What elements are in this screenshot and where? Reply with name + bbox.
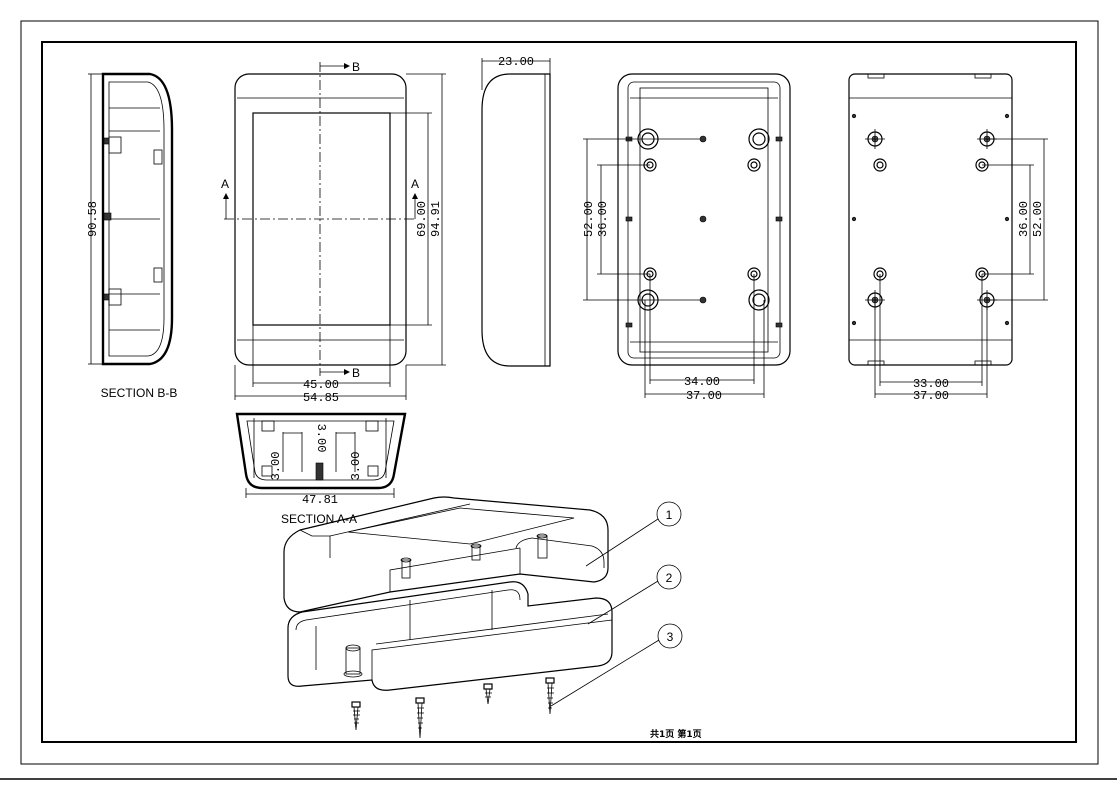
- cut-a-right: A: [411, 177, 419, 191]
- dim-outer-height: 94.91: [429, 201, 443, 237]
- inside-view: 52.00 36.00 34.00 37.00: [582, 73, 791, 403]
- bottom-view: 36.00 52.00 33.00 37.00: [848, 73, 1048, 403]
- side-view: 23.00: [481, 55, 551, 367]
- cut-b-bottom: B: [352, 366, 360, 380]
- balloon-2-label: 2: [666, 571, 673, 585]
- balloon-2: [656, 564, 682, 590]
- dim-inside-37: 37.00: [686, 389, 722, 403]
- exploded-view: 1 2 3: [283, 496, 683, 739]
- inner-border: [41, 41, 1077, 743]
- base-part: [287, 581, 613, 691]
- dim-bottom-36: 36.00: [1017, 201, 1031, 237]
- balloon-3-label: 3: [667, 630, 674, 644]
- cut-a-left: A: [221, 177, 229, 191]
- outer-border: [20, 20, 1099, 765]
- dim-section-a-right: 3.00: [349, 452, 363, 481]
- dim-window-width: 45.00: [303, 378, 339, 392]
- dim-section-a-outer: 47.81: [302, 493, 338, 507]
- balloon-3: [657, 623, 683, 649]
- dim-inside-34: 34.00: [684, 375, 720, 389]
- section-a-a-view: 3.00 3.00 3.00 47.81 SECTION A-A: [235, 412, 407, 526]
- screw: [351, 701, 361, 731]
- front-view: B B A A 69.00 94.91 45.00 54.85: [221, 60, 446, 405]
- dim-window-height: 69.00: [415, 201, 429, 237]
- dim-height-b-b: 90.58: [86, 201, 100, 237]
- page-indicator: 共1页 第1页: [650, 728, 702, 740]
- dim-inside-36: 36.00: [596, 201, 610, 237]
- dim-bottom-33: 33.00: [913, 377, 949, 391]
- balloon-1: [656, 501, 682, 527]
- section-b-b-view: 90.58 SECTION B-B: [86, 72, 178, 400]
- dim-inside-52: 52.00: [582, 201, 596, 237]
- screw: [415, 697, 425, 739]
- dim-section-a-left: 3.00: [269, 452, 283, 481]
- dim-bottom-52: 52.00: [1031, 201, 1045, 237]
- screw: [483, 683, 493, 705]
- dim-depth: 23.00: [498, 55, 534, 69]
- dim-outer-width: 54.85: [303, 391, 339, 405]
- dim-section-a-mid: 3.00: [314, 424, 328, 453]
- cut-b-top: B: [352, 60, 360, 74]
- screw: [545, 677, 555, 715]
- section-b-b-label: SECTION B-B: [101, 386, 178, 400]
- dim-bottom-37: 37.00: [913, 389, 949, 403]
- balloon-1-label: 1: [666, 508, 673, 522]
- section-a-a-label: SECTION A-A: [281, 512, 357, 526]
- lid-part: [283, 496, 609, 613]
